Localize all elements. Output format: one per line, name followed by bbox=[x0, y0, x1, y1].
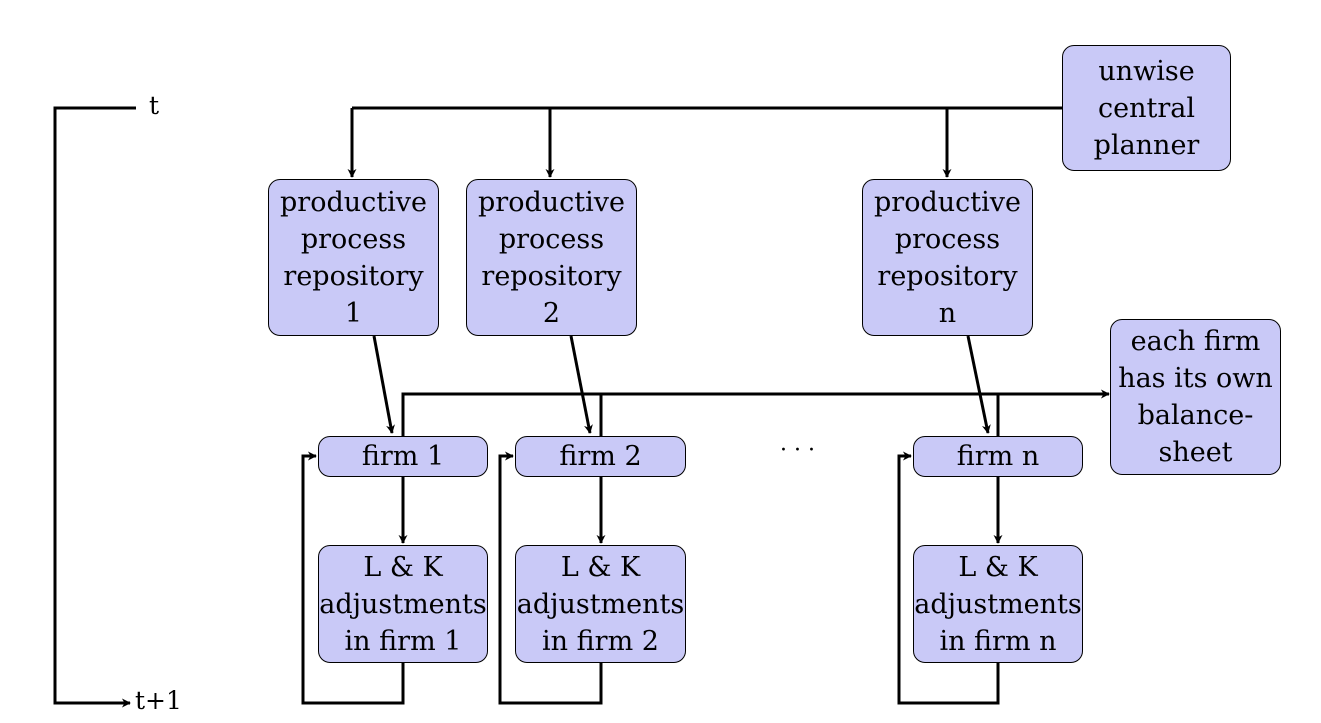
planner-line-2: central bbox=[1098, 92, 1195, 124]
adjustments-2-line-3: in firm 2 bbox=[542, 625, 659, 657]
repository-n-line-3: repository bbox=[877, 260, 1018, 292]
balance-sheet-line-2: has its own bbox=[1118, 363, 1273, 394]
feedback-loop-2 bbox=[498, 451, 603, 705]
adjustments-1-line-3: in firm 1 bbox=[344, 625, 462, 657]
repository-node-1: productive process repository 1 bbox=[268, 179, 439, 336]
balance-sheet-line-3: balance- bbox=[1137, 400, 1254, 431]
time-start-label: t bbox=[149, 91, 160, 120]
repository-2-line-4: 2 bbox=[542, 297, 561, 329]
adjustments-2-line-1: L & K bbox=[560, 551, 641, 583]
repo-1-to-firm-1-arrow bbox=[372, 335, 395, 434]
repository-1-line-3: repository bbox=[283, 260, 424, 292]
firm-node-1: firm 1 bbox=[318, 436, 488, 477]
feedback-loop-1 bbox=[301, 451, 405, 705]
adjustments-node-1: L & K adjustments in firm 1 bbox=[318, 545, 488, 663]
adjustments-1-line-1: L & K bbox=[363, 551, 443, 583]
repository-node-n: productive process repository n bbox=[862, 179, 1033, 336]
adjustments-n-line-3: in firm n bbox=[939, 625, 1057, 657]
repository-2-line-2: process bbox=[498, 223, 605, 255]
adjustments-2-line-2: adjustments bbox=[516, 588, 685, 620]
feedback-loop-n bbox=[897, 451, 1000, 705]
adjustments-node-2: L & K adjustments in firm 2 bbox=[515, 545, 686, 663]
firms-ellipsis: · · · bbox=[780, 438, 815, 463]
adjustments-n-line-1: L & K bbox=[958, 551, 1038, 583]
adjustments-1-line-2: adjustments bbox=[319, 588, 487, 620]
firm-1-label: firm 1 bbox=[361, 441, 445, 472]
repository-node-2: productive process repository 2 bbox=[466, 179, 637, 336]
time-bracket-line bbox=[53, 106, 136, 708]
balance-sheet-bus-line bbox=[401, 389, 1110, 436]
repository-n-line-2: process bbox=[894, 223, 1001, 255]
repo-n-to-firm-n-arrow bbox=[966, 335, 991, 434]
adjustments-node-n: L & K adjustments in firm n bbox=[913, 545, 1083, 663]
balance-sheet-line-4: sheet bbox=[1158, 437, 1233, 468]
repository-2-line-3: repository bbox=[481, 260, 622, 292]
planner-line-1: unwise bbox=[1098, 55, 1195, 87]
firm-2-label: firm 2 bbox=[559, 441, 642, 472]
planner-line-3: planner bbox=[1093, 129, 1200, 161]
repository-n-line-4: n bbox=[938, 297, 957, 329]
firm-n-label: firm n bbox=[956, 441, 1040, 472]
balance-sheet-node: each firm has its own balance- sheet bbox=[1110, 319, 1281, 475]
repo-2-to-firm-2-arrow bbox=[569, 335, 593, 434]
repository-1-line-1: productive bbox=[280, 186, 427, 218]
balance-sheet-line-1: each firm bbox=[1130, 326, 1261, 357]
time-end-label: t+1 bbox=[135, 686, 182, 715]
repository-2-line-1: productive bbox=[478, 186, 625, 218]
repository-n-line-1: productive bbox=[874, 186, 1021, 218]
planner-node: unwise central planner bbox=[1062, 45, 1231, 171]
firm-node-2: firm 2 bbox=[515, 436, 686, 477]
repository-1-line-2: process bbox=[300, 223, 407, 255]
adjustments-n-line-2: adjustments bbox=[914, 588, 1082, 620]
firm-node-n: firm n bbox=[913, 436, 1083, 477]
repository-1-line-4: 1 bbox=[344, 297, 363, 329]
